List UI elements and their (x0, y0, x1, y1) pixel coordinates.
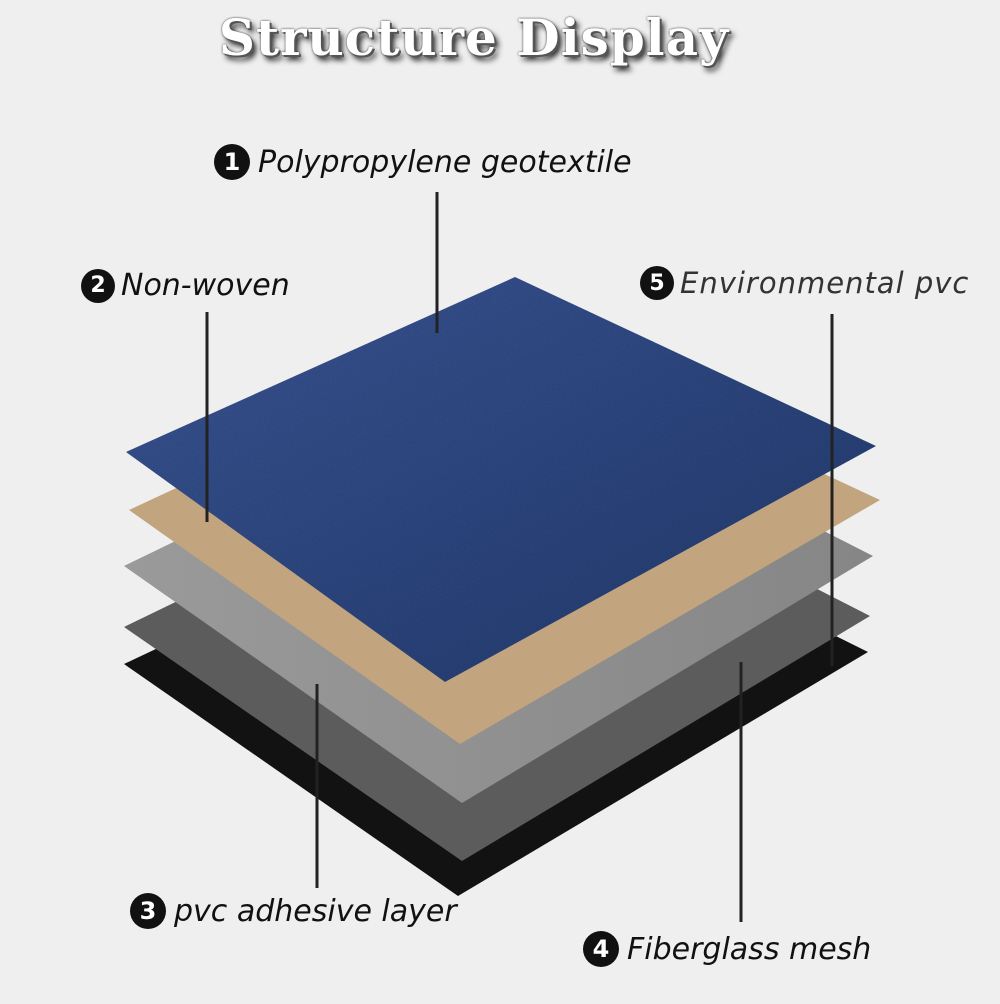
label-polypropylene-geotextile: 1 Polypropylene geotextile (214, 144, 632, 180)
label-text-1: Polypropylene geotextile (258, 144, 632, 180)
number-badge-2: 2 (81, 268, 115, 303)
label-text-4: Fiberglass mesh (627, 931, 872, 967)
label-fiberglass-mesh: 4 Fiberglass mesh (583, 931, 871, 967)
label-pvc-adhesive-layer: 3 pvc adhesive layer (130, 893, 457, 929)
label-environmental-pvc: 5 Environmental pvc (640, 266, 969, 300)
label-text-5: Environmental pvc (680, 266, 970, 300)
label-text-3: pvc adhesive layer (174, 893, 457, 929)
diagram-title: Structure Display (218, 8, 730, 67)
number-badge-4: 4 (583, 931, 619, 967)
carpet-layer (126, 277, 876, 682)
label-text-2: Non-woven (121, 268, 290, 303)
label-non-woven: 2 Non-woven (81, 268, 290, 303)
leader-lines (205, 192, 834, 922)
number-badge-1: 1 (214, 144, 250, 180)
number-badge-3: 3 (130, 893, 166, 929)
number-badge-5: 5 (640, 266, 674, 300)
